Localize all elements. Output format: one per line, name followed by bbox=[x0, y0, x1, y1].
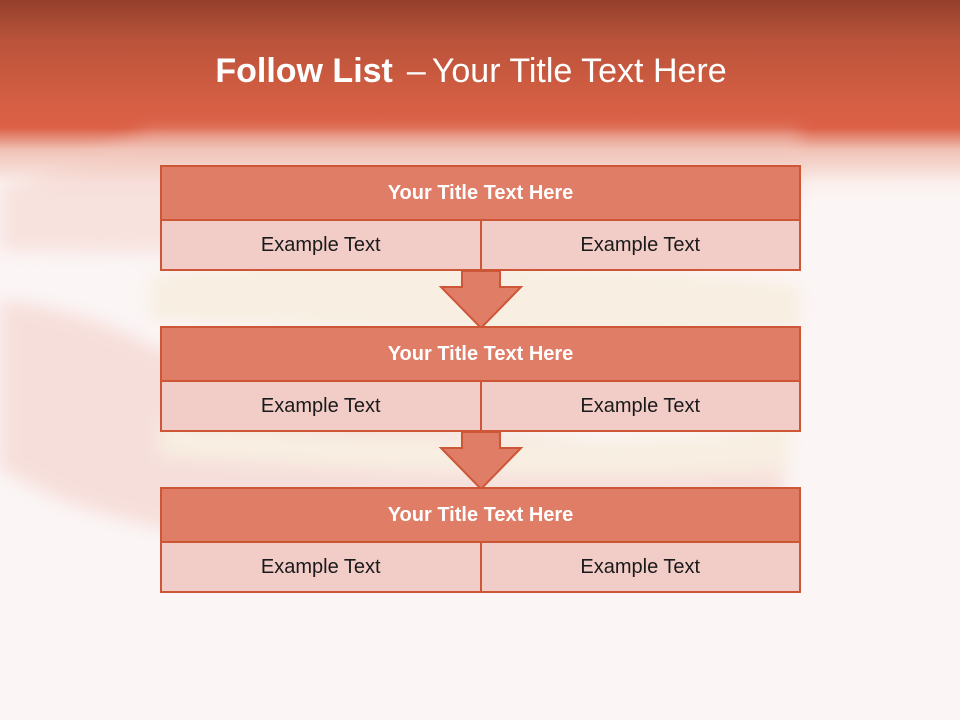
step-row: Example Text Example Text bbox=[160, 543, 801, 593]
step-title: Your Title Text Here bbox=[160, 326, 801, 382]
step-cell-left: Example Text bbox=[160, 221, 482, 271]
step-title: Your Title Text Here bbox=[160, 487, 801, 543]
step-block-1: Your Title Text Here Example Text Exampl… bbox=[160, 165, 801, 271]
slide-title: Follow List–Your Title Text Here bbox=[0, 52, 942, 91]
step-row: Example Text Example Text bbox=[160, 221, 801, 271]
step-cell-left: Example Text bbox=[160, 543, 482, 593]
down-arrow-icon bbox=[438, 431, 524, 491]
step-block-3: Your Title Text Here Example Text Exampl… bbox=[160, 487, 801, 593]
step-title: Your Title Text Here bbox=[160, 165, 801, 221]
step-cell-right: Example Text bbox=[481, 543, 801, 593]
step-cell-left: Example Text bbox=[160, 382, 482, 432]
step-cell-right: Example Text bbox=[481, 382, 801, 432]
down-arrow-icon bbox=[438, 270, 524, 330]
slide-title-dash: – bbox=[406, 52, 426, 90]
slide-title-rest: Your Title Text Here bbox=[431, 52, 727, 90]
step-cell-right: Example Text bbox=[481, 221, 801, 271]
step-row: Example Text Example Text bbox=[160, 382, 801, 432]
slide-title-bold: Follow List bbox=[215, 52, 393, 90]
step-block-2: Your Title Text Here Example Text Exampl… bbox=[160, 326, 801, 432]
